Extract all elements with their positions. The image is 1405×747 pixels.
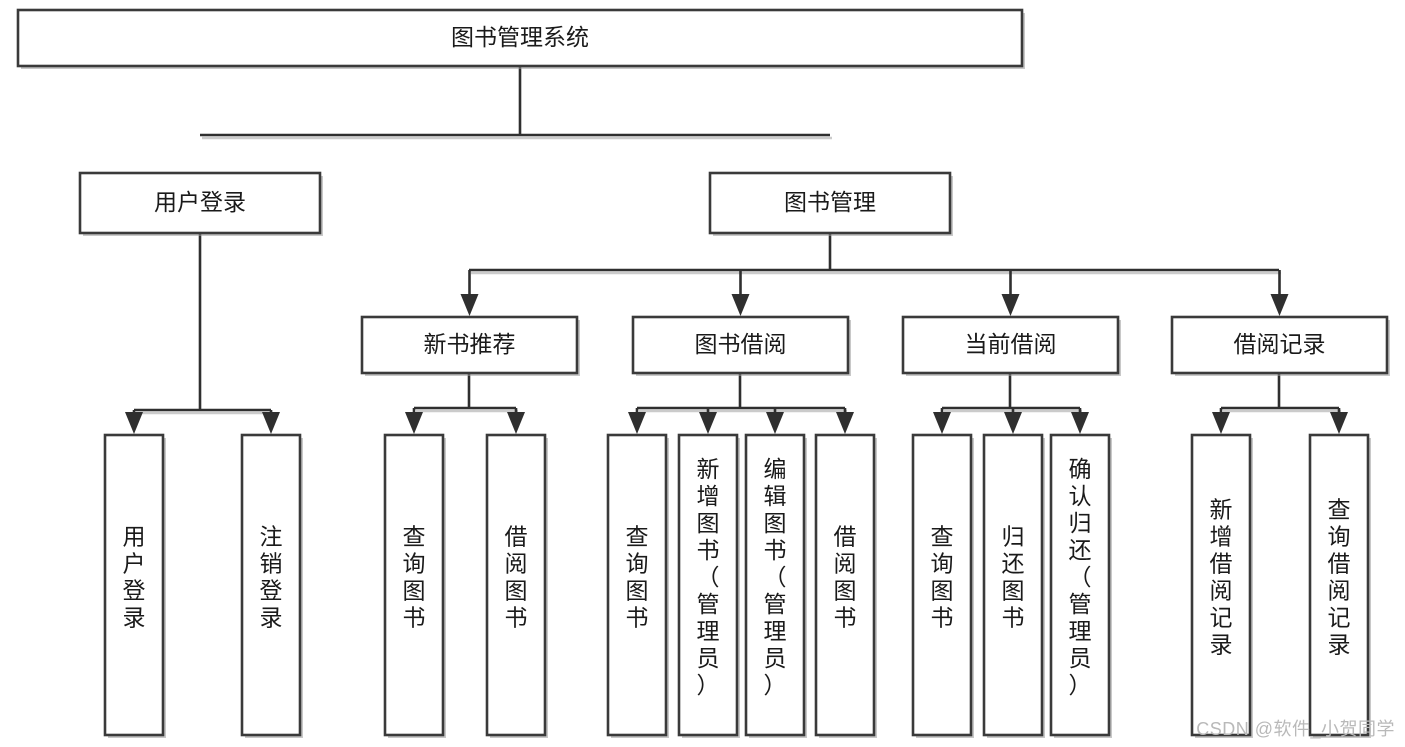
node-rect[interactable] xyxy=(982,433,1044,737)
connector-group-rail-new-book-rec xyxy=(405,373,525,434)
node-cb-query-book[interactable]: 查询图书 xyxy=(911,433,974,738)
node-br-add-record[interactable]: 新增借阅记录 xyxy=(1190,433,1253,738)
node-cb-return-book[interactable]: 归还图书 xyxy=(982,433,1045,738)
node-label: 用户登录 xyxy=(154,189,246,215)
arrow-head-icon xyxy=(628,412,646,434)
node-bb-borrow-book[interactable]: 借阅图书 xyxy=(814,433,877,738)
connector-group-rail-borrow-record xyxy=(1212,373,1348,434)
node-label: 图书管理系统 xyxy=(451,24,589,50)
node-rect[interactable] xyxy=(360,315,579,375)
node-label: 借阅图书 xyxy=(505,524,528,631)
arrow-head-icon xyxy=(731,294,750,316)
node-book-borrow[interactable]: 图书借阅 xyxy=(631,315,851,376)
connector-group-rail-book-borrow xyxy=(628,373,854,434)
node-label: 用户登录 xyxy=(123,524,146,631)
node-br-query-record[interactable]: 查询借阅记录 xyxy=(1308,433,1371,738)
node-rect[interactable] xyxy=(103,433,165,737)
node-root[interactable]: 图书管理系统 xyxy=(16,8,1025,69)
node-label: 借阅图书 xyxy=(834,524,857,631)
node-label: 注销登录 xyxy=(260,524,283,631)
node-label: 借阅记录 xyxy=(1234,331,1326,357)
node-book-manage[interactable]: 图书管理 xyxy=(708,171,953,236)
arrow-head-icon xyxy=(836,412,854,434)
node-label: 查询借阅记录 xyxy=(1328,497,1351,658)
node-rect[interactable] xyxy=(901,315,1120,375)
node-label: 归还图书 xyxy=(1002,524,1025,631)
connector-group-rail-current-borrow xyxy=(933,373,1089,434)
node-leaf-user-login[interactable]: 用户登录 xyxy=(103,433,166,738)
node-rect[interactable] xyxy=(911,433,973,737)
node-rect[interactable] xyxy=(708,171,952,235)
node-cb-confirm-return[interactable]: 确认归还（管理员） xyxy=(1049,433,1112,738)
node-rect[interactable] xyxy=(631,315,850,375)
csdn-watermark: CSDN @软件_小贺同学 xyxy=(1196,719,1395,739)
arrow-head-icon xyxy=(766,412,784,434)
node-label: 图书借阅 xyxy=(695,331,787,357)
arrow-head-icon xyxy=(1001,294,1020,316)
connector-group-rail-book-manage xyxy=(460,233,1289,316)
arrow-head-icon xyxy=(460,294,479,316)
node-bb-edit-book[interactable]: 编辑图书（管理员） xyxy=(744,433,807,738)
node-rect[interactable] xyxy=(16,8,1024,68)
node-rect[interactable] xyxy=(78,171,322,235)
node-bb-add-book[interactable]: 新增图书（管理员） xyxy=(677,433,740,738)
node-borrow-record[interactable]: 借阅记录 xyxy=(1170,315,1390,376)
node-layer: 图书管理系统用户登录图书管理新书推荐图书借阅当前借阅借阅记录用户登录注销登录查询… xyxy=(16,8,1390,738)
node-label: 新书推荐 xyxy=(424,331,516,357)
node-rect[interactable] xyxy=(606,433,668,737)
node-label: 当前借阅 xyxy=(965,331,1057,357)
node-rect[interactable] xyxy=(814,433,876,737)
arrow-head-icon xyxy=(699,412,717,434)
node-rect[interactable] xyxy=(744,433,806,737)
node-rect[interactable] xyxy=(677,433,739,737)
arrow-head-icon xyxy=(125,412,143,434)
arrow-head-icon xyxy=(1071,412,1089,434)
node-label: 图书管理 xyxy=(784,189,876,215)
arrow-head-icon xyxy=(1212,412,1230,434)
node-label: 确认归还（管理员） xyxy=(1069,456,1092,698)
node-rect[interactable] xyxy=(1190,433,1252,737)
arrow-head-icon xyxy=(405,412,423,434)
arrow-head-icon xyxy=(1330,412,1348,434)
arrow-head-icon xyxy=(262,412,280,434)
node-nbr-query-book[interactable]: 查询图书 xyxy=(383,433,446,738)
node-nbr-borrow-book[interactable]: 借阅图书 xyxy=(485,433,548,738)
node-rect[interactable] xyxy=(485,433,547,737)
node-label: 编辑图书（管理员） xyxy=(764,456,787,698)
node-user-login[interactable]: 用户登录 xyxy=(78,171,323,236)
node-rect[interactable] xyxy=(1308,433,1370,737)
node-rect[interactable] xyxy=(1049,433,1111,737)
node-label: 查询图书 xyxy=(626,524,649,631)
node-rect[interactable] xyxy=(240,433,302,737)
node-label: 新增图书（管理员） xyxy=(697,456,720,698)
connector-group-rail-root xyxy=(200,66,832,140)
connector-layer xyxy=(125,66,1348,434)
node-leaf-user-logout[interactable]: 注销登录 xyxy=(240,433,303,738)
node-label: 查询图书 xyxy=(403,524,426,631)
node-bb-query-book[interactable]: 查询图书 xyxy=(606,433,669,738)
arrow-head-icon xyxy=(933,412,951,434)
arrow-head-icon xyxy=(1004,412,1022,434)
node-rect[interactable] xyxy=(1170,315,1389,375)
connector-group-rail-user-login xyxy=(125,233,280,434)
arrow-head-icon xyxy=(1270,294,1289,316)
node-label: 查询图书 xyxy=(931,524,954,631)
node-rect[interactable] xyxy=(383,433,445,737)
node-new-book-rec[interactable]: 新书推荐 xyxy=(360,315,580,376)
arrow-head-icon xyxy=(507,412,525,434)
node-label: 新增借阅记录 xyxy=(1210,497,1233,658)
node-current-borrow[interactable]: 当前借阅 xyxy=(901,315,1121,376)
